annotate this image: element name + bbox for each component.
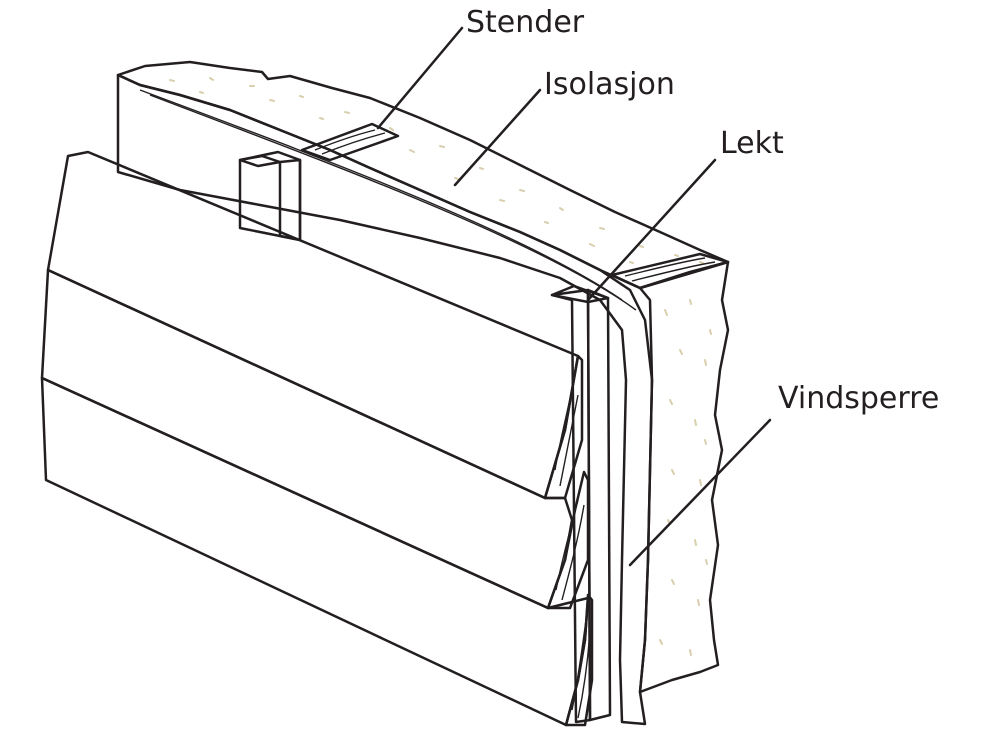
stud-end-grain <box>300 122 730 290</box>
leader-lekt <box>586 158 717 302</box>
label-isolasjon: Isolasjon <box>544 67 675 102</box>
label-vindsperre: Vindsperre <box>778 381 939 416</box>
front-batten <box>550 284 612 724</box>
leader-lines <box>376 26 772 567</box>
insulation-block <box>116 60 730 694</box>
wind-barrier-sheet <box>116 73 654 726</box>
leader-isolasjon <box>453 88 542 187</box>
cladding-boards <box>40 150 594 727</box>
label-lekt: Lekt <box>720 126 784 161</box>
label-stender: Stender <box>466 5 585 40</box>
insulation-texture <box>169 77 712 656</box>
leader-stender <box>376 26 464 130</box>
leader-vindsperre <box>628 418 772 567</box>
labels: Stender Isolasjon Lekt Vindsperre <box>466 5 939 416</box>
